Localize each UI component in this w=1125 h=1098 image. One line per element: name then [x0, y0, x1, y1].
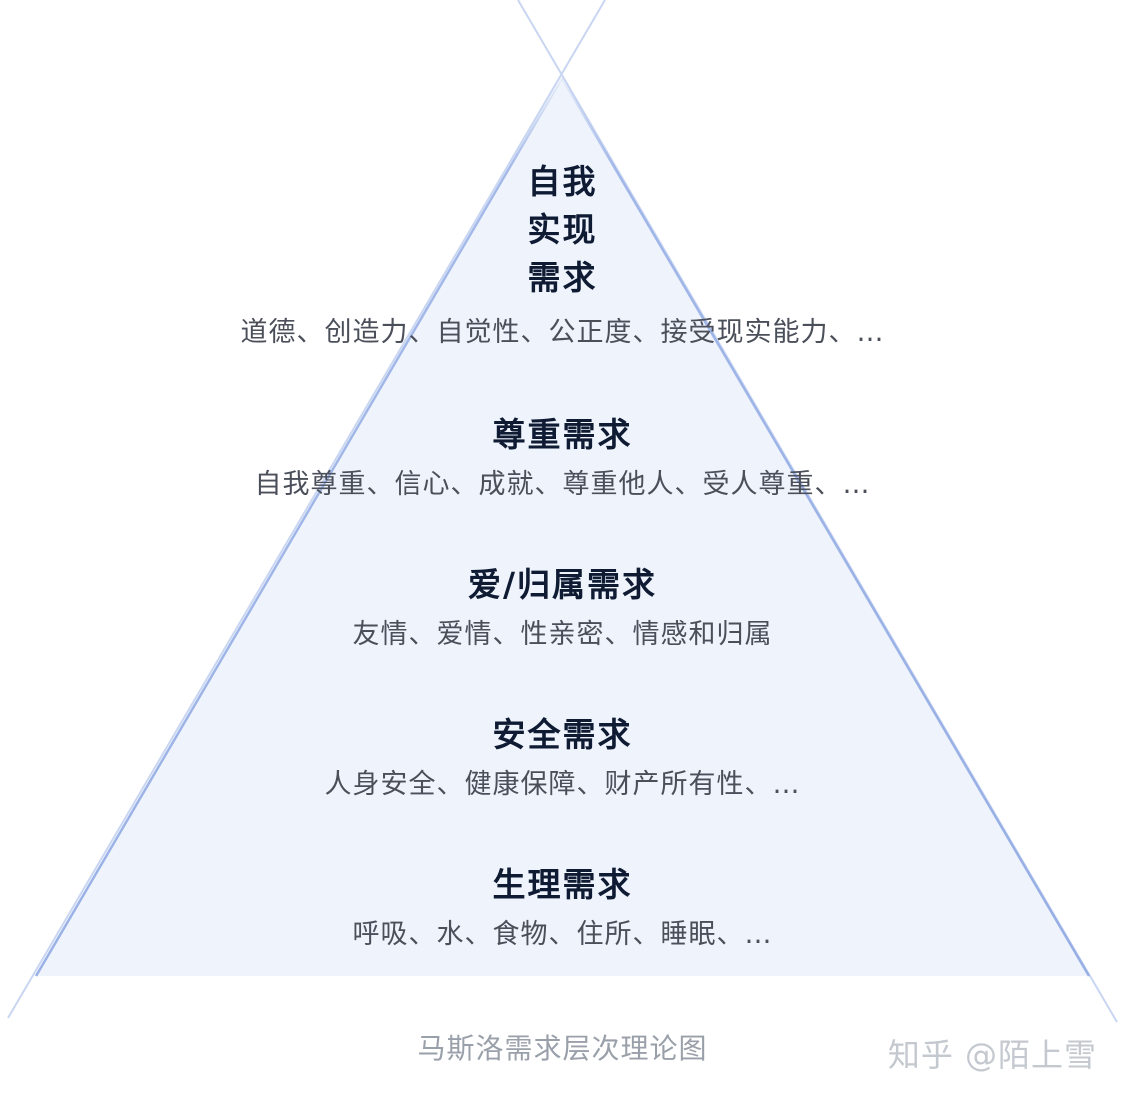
level-self-actualization-title: 自我 实现 需求: [0, 158, 1125, 302]
title-line: 需求: [527, 258, 598, 297]
level-esteem-description: 自我尊重、信心、成就、尊重他人、受人尊重、…: [254, 469, 871, 500]
level-belonging-description: 友情、爱情、性亲密、情感和归属: [352, 619, 773, 650]
level-physiological-title: 生理需求: [492, 865, 633, 904]
level-physiological-description: 呼吸、水、食物、住所、睡眠、…: [352, 919, 773, 950]
title-line: 自我: [527, 162, 598, 201]
title-line: 实现: [527, 210, 598, 249]
level-safety-title: 安全需求: [492, 715, 633, 754]
diagram-caption: 马斯洛需求层次理论图: [417, 1032, 708, 1065]
level-esteem-title: 尊重需求: [492, 415, 633, 454]
level-belonging-title: 爱/归属需求: [467, 565, 658, 604]
watermark: 知乎 @陌上雪: [887, 1036, 1097, 1074]
pyramid-edge-left-extension: [7, 0, 606, 1019]
level-safety-description: 人身安全、健康保障、财产所有性、…: [324, 769, 801, 800]
level-self-actualization-description: 道德、创造力、自觉性、公正度、接受现实能力、…: [240, 317, 885, 348]
